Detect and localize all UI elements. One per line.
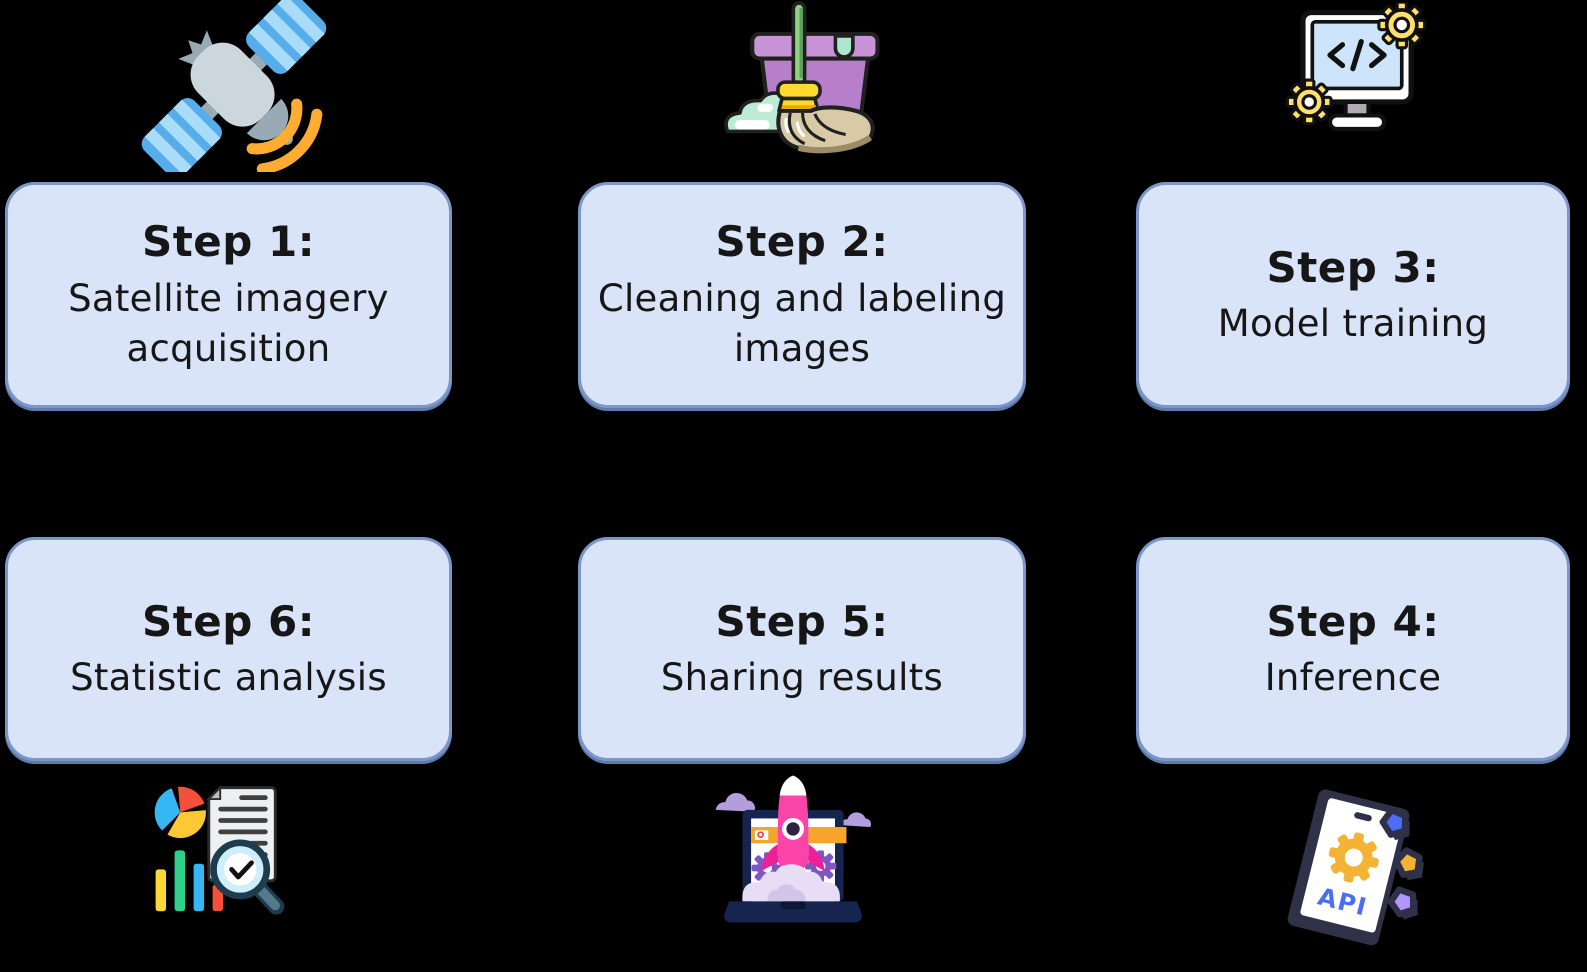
step-6-title: Step 6: [141, 596, 316, 646]
step-6-box: Step 6: Statistic analysis [5, 537, 452, 761]
step-2-subtitle: Cleaning and labeling images [597, 276, 1007, 371]
gem-purple [1387, 886, 1417, 918]
step-4-box: Step 4: Inference [1136, 537, 1570, 761]
cloud-icon [715, 792, 755, 812]
gem-yellow [1393, 847, 1423, 878]
gem-blue [1379, 807, 1409, 838]
step-4-subtitle: Inference [1264, 656, 1442, 700]
stats-magnifier-icon [154, 785, 285, 915]
monitor-code-icon [1285, 2, 1427, 132]
step-1-subtitle: Satellite imagery acquisition [68, 276, 389, 371]
step-2-title: Step 2: [715, 217, 889, 267]
step-2-box: Step 2: Cleaning and labeling images [578, 182, 1026, 408]
bar-chart-icon [155, 850, 224, 912]
gear-icon [1285, 78, 1333, 126]
step-3-subtitle: Model training [1217, 302, 1489, 346]
pie-chart-icon [154, 786, 206, 839]
laptop-rocket-icon [715, 775, 872, 923]
mop-bucket-icon [724, 1, 880, 154]
step-3-title: Step 3: [1266, 242, 1440, 292]
cloud-icon [839, 812, 872, 828]
step-4-title: Step 4: [1266, 596, 1440, 646]
satellite-icon [141, 0, 327, 172]
step-5-subtitle: Sharing results [660, 656, 944, 700]
api-phone-icon: API [1287, 789, 1424, 946]
step-5-title: Step 5: [715, 596, 889, 646]
gear-icon [1328, 832, 1379, 883]
step-3-box: Step 3: Model training [1136, 182, 1570, 408]
magnifier-check-icon [210, 839, 285, 915]
step-1-title: Step 1: [141, 217, 316, 267]
signal-waves-icon [246, 98, 323, 172]
step-6-subtitle: Statistic analysis [70, 656, 387, 700]
step-5-box: Step 5: Sharing results [578, 537, 1026, 761]
step-1-box: Step 1: Satellite imagery acquisition [5, 182, 452, 408]
gear-icon [1377, 2, 1427, 50]
code-glyph [1327, 39, 1387, 72]
